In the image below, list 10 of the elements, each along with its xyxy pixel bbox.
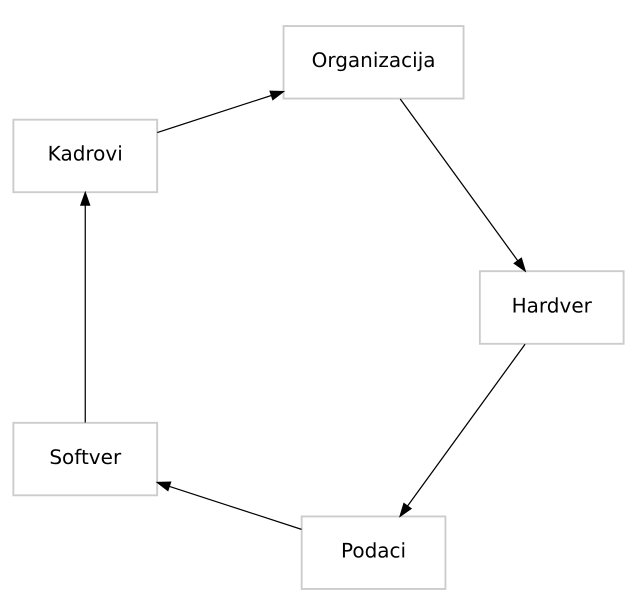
arrow: [400, 98, 526, 272]
node-box: Kadrovi: [12, 118, 158, 194]
arrow: [157, 90, 286, 134]
node-box: Organizacija: [282, 25, 464, 100]
node-box: Podaci: [300, 516, 446, 590]
node-box: Hardver: [478, 270, 625, 345]
arrow: [156, 482, 302, 530]
node-box: Softver: [12, 422, 158, 496]
arrow: [399, 344, 526, 518]
arrow: [80, 190, 91, 422]
